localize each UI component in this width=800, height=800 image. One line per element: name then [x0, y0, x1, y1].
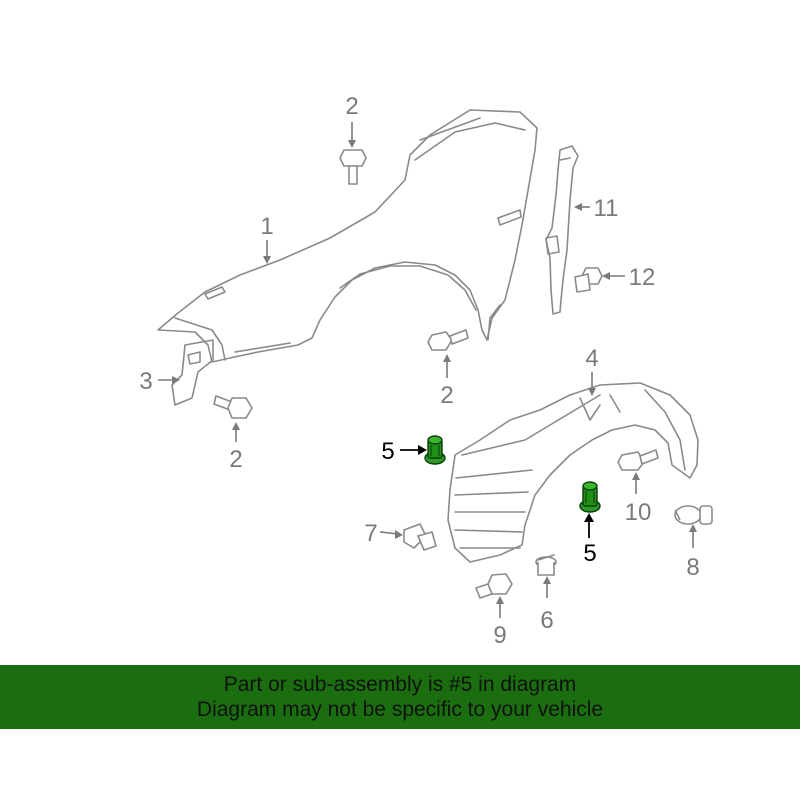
callout-8: 8	[686, 554, 699, 581]
bolt-part-2-left	[213, 395, 253, 419]
bolt-part-9	[475, 573, 513, 599]
info-banner: Part or sub-assembly is #5 in diagram Di…	[0, 665, 800, 729]
clip-part-12	[574, 267, 603, 293]
callout-labels: 2 1 11 12 3 2 2 4 5 5 10 8 7 6 9	[139, 93, 699, 649]
banner-line-part: Part or sub-assembly is #5 in diagram	[223, 673, 577, 696]
bolt-part-2-top	[339, 149, 367, 185]
callout-3: 3	[139, 368, 152, 395]
callout-1: 1	[260, 213, 273, 240]
highlighted-clip-part-5-right	[579, 481, 601, 513]
clip-part-8	[674, 505, 713, 525]
bolt-part-2-mid	[427, 329, 469, 351]
leader-lines	[158, 122, 697, 618]
highlight-leader-lines	[400, 445, 594, 538]
callout-7: 7	[364, 520, 377, 547]
callout-2-left: 2	[229, 446, 242, 473]
bracket-part-3	[171, 339, 214, 406]
bolt-part-10	[617, 449, 659, 471]
callout-9: 9	[493, 622, 506, 649]
clip-part-6	[535, 554, 557, 576]
callout-2-top: 2	[345, 93, 358, 120]
callout-10: 10	[625, 499, 652, 526]
bracket-part-11	[545, 145, 579, 315]
callout-12: 12	[629, 264, 656, 291]
callout-6: 6	[540, 607, 553, 634]
fender-panel	[157, 109, 538, 363]
callout-11: 11	[594, 195, 619, 222]
callout-5-left: 5	[381, 438, 394, 465]
banner-line-disclaimer: Diagram may not be specific to your vehi…	[196, 698, 604, 721]
highlighted-clip-part-5-left	[424, 435, 446, 465]
clip-part-7	[403, 523, 437, 551]
wheel-liner-part-4	[447, 382, 699, 563]
callout-4: 4	[585, 345, 598, 372]
callout-2-mid: 2	[440, 382, 453, 409]
callout-5-right: 5	[583, 540, 596, 567]
